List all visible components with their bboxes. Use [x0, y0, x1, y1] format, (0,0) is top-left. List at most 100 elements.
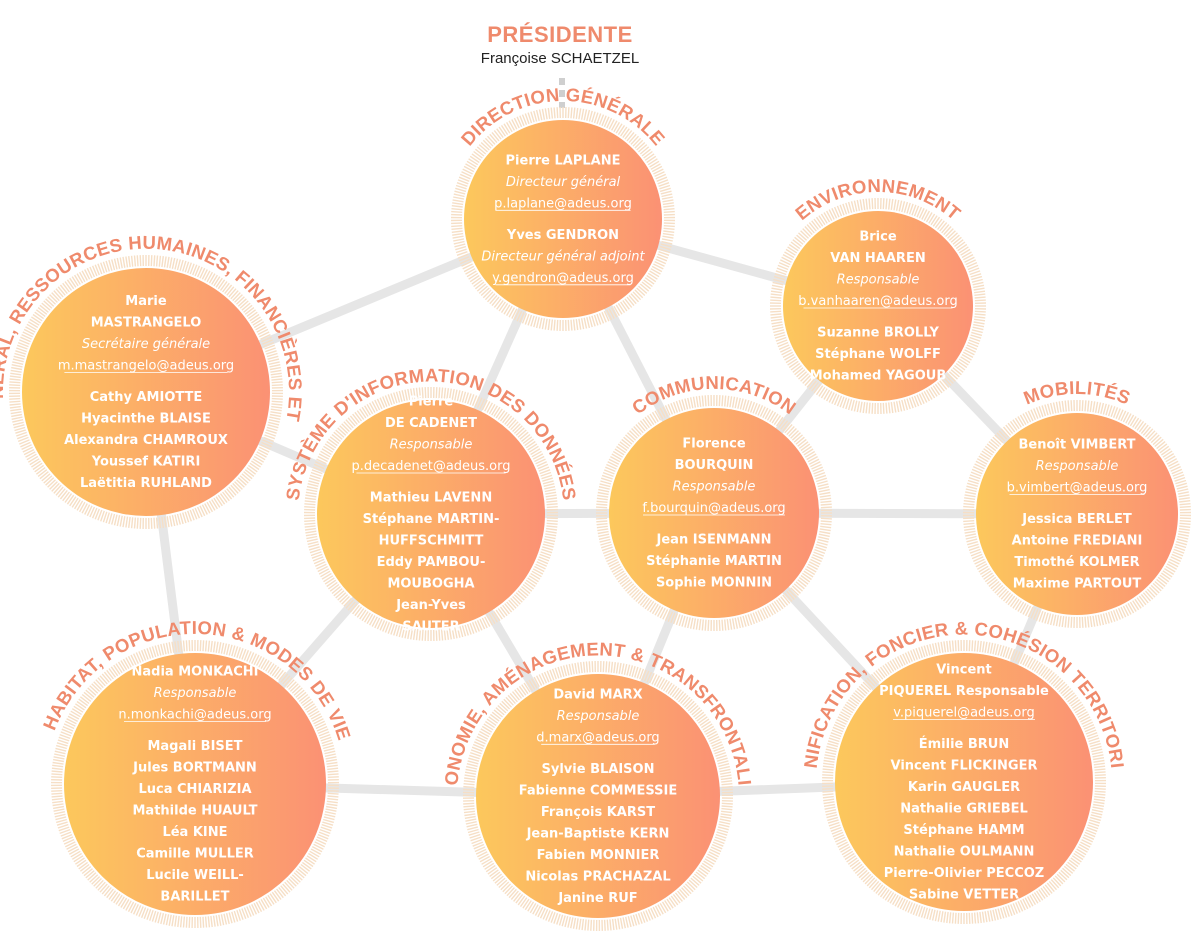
- role-title: Responsable: [837, 273, 920, 288]
- email-address: p.laplane@adeus.org: [494, 196, 632, 211]
- member-name: Karin GAUGLER: [908, 780, 1020, 795]
- member-name: Nathalie OULMANN: [894, 845, 1035, 860]
- department-circle: [609, 408, 819, 618]
- member-name: HUFFSCHMITT: [379, 534, 484, 549]
- member-name: Pierre-Olivier PECCOZ: [884, 866, 1044, 881]
- email-address: d.marx@adeus.org: [536, 730, 659, 745]
- department-sid: SYSTÈME D'INFORMATION DES DONNÉESPierreD…: [282, 365, 580, 642]
- member-name: Stéphanie MARTIN: [646, 554, 782, 569]
- member-name: David MARX: [553, 687, 642, 702]
- member-name: Camille MULLER: [136, 847, 254, 862]
- member-name: DE CADENET: [385, 416, 477, 431]
- member-name: Léa KINE: [162, 825, 227, 840]
- member-name: Jules BORTMANN: [132, 761, 257, 776]
- department-ring: [595, 394, 833, 632]
- member-name: Benoît VIMBERT: [1018, 438, 1135, 453]
- email-address: b.vanhaaren@adeus.org: [798, 294, 957, 309]
- president-title: PRÉSIDENTE: [487, 22, 633, 47]
- role-title: Directeur général: [506, 175, 621, 190]
- member-name: Stéphane WOLFF: [815, 347, 941, 362]
- member-name: Florence: [682, 437, 745, 452]
- member-name: Nadia MONKACHI: [132, 665, 259, 680]
- member-name: Sylvie BLAISON: [542, 762, 655, 777]
- department-ring: [303, 386, 559, 642]
- member-name: Émilie BRUN: [919, 736, 1010, 752]
- department-ring: [769, 197, 987, 415]
- department-ring: [462, 660, 734, 932]
- member-name: Timothé KOLMER: [1014, 555, 1139, 570]
- member-name: Vincent: [936, 663, 992, 678]
- member-name: Stéphane HAMM: [903, 823, 1024, 838]
- member-name: Suzanne BROLLY: [817, 326, 939, 341]
- member-name: Nicolas PRACHAZAL: [525, 869, 670, 884]
- role-title: Responsable: [154, 686, 237, 701]
- member-name: Brice: [859, 230, 896, 245]
- member-name: Jean ISENMANN: [656, 533, 772, 548]
- department-secretariat: SECRÉTARIAT GÉNÉRAL, RESSOURCES HUMAINES…: [0, 0, 306, 530]
- role-title: Responsable: [673, 480, 756, 495]
- member-name: MOUBOGHA: [387, 577, 474, 592]
- member-name: Jean-Yves: [395, 598, 466, 613]
- member-name: Pierre LAPLANE: [506, 153, 621, 168]
- member-name: Fabien MONNIER: [537, 848, 660, 863]
- department-circle: [22, 268, 270, 516]
- member-name: Marie: [125, 294, 167, 309]
- member-name: Hyacinthe BLAISE: [81, 412, 211, 427]
- member-name: Yves GENDRON: [506, 228, 619, 243]
- member-name: Sabine VETTER: [909, 888, 1019, 903]
- member-name: BOURQUIN: [675, 458, 754, 473]
- member-name: Nathalie GRIEBEL: [900, 802, 1028, 817]
- member-name: SAUTER: [402, 620, 459, 635]
- role-title: Directeur général adjoint: [481, 249, 645, 264]
- department-circle: [317, 400, 545, 628]
- member-name: Eddy PAMBOU-: [377, 555, 486, 570]
- email-address: f.bourquin@adeus.org: [642, 501, 785, 516]
- member-name: Stéphane MARTIN-: [363, 512, 500, 527]
- department-circle: [783, 211, 973, 401]
- role-title: Responsable: [1036, 459, 1119, 474]
- department-communication: COMMUNICATIONFlorenceBOURQUINResponsable…: [595, 372, 833, 632]
- member-name: Youssef KATIRI: [91, 455, 201, 470]
- member-name: Maxime PARTOUT: [1013, 577, 1142, 592]
- member-name: BARILLET: [160, 890, 229, 905]
- member-name: Pierre: [409, 395, 454, 410]
- department-ring: [450, 106, 676, 332]
- member-name: Jean-Baptiste KERN: [526, 826, 670, 841]
- email-address: m.mastrangelo@adeus.org: [58, 359, 234, 374]
- email-address: n.monkachi@adeus.org: [118, 708, 271, 723]
- member-name: Laëtitia RUHLAND: [80, 476, 212, 491]
- member-name: Janine RUF: [557, 891, 637, 906]
- member-name: Jessica BERLET: [1021, 512, 1132, 527]
- member-name: Lucile WEILL-: [146, 868, 244, 883]
- role-title: Responsable: [557, 709, 640, 724]
- member-name: MASTRANGELO: [91, 316, 202, 331]
- member-name: VAN HAAREN: [830, 251, 925, 266]
- member-name: Mathieu LAVENN: [370, 491, 492, 506]
- member-name: Magali BISET: [147, 739, 242, 754]
- role-title: Secrétaire générale: [82, 337, 210, 352]
- member-name: Fabienne COMMESSIE: [519, 783, 678, 798]
- member-name: Antoine FREDIANI: [1012, 534, 1143, 549]
- department-circle: [835, 653, 1093, 911]
- department-ring: [821, 639, 1107, 925]
- department-circle: [976, 413, 1178, 615]
- member-name: François KARST: [541, 805, 655, 820]
- president-block: PRÉSIDENTE Françoise SCHAETZEL: [481, 22, 639, 108]
- member-name: Sophie MONNIN: [656, 576, 772, 591]
- department-circle: [476, 674, 720, 918]
- email-address: y.gendron@adeus.org: [492, 271, 634, 286]
- department-ring: [50, 639, 340, 929]
- member-name: Cathy AMIOTTE: [90, 390, 203, 405]
- member-name: PIQUEREL Responsable: [879, 684, 1049, 699]
- department-ring: [962, 399, 1192, 629]
- member-name: Alexandra CHAMROUX: [64, 433, 228, 448]
- department-habitat: HABITAT, POPULATION & MODES DE VIENadia …: [39, 617, 355, 929]
- role-title: Responsable: [390, 438, 473, 453]
- member-name: Mathilde HUAULT: [133, 804, 258, 819]
- member-name: Mohamed YAGOUB: [810, 369, 947, 384]
